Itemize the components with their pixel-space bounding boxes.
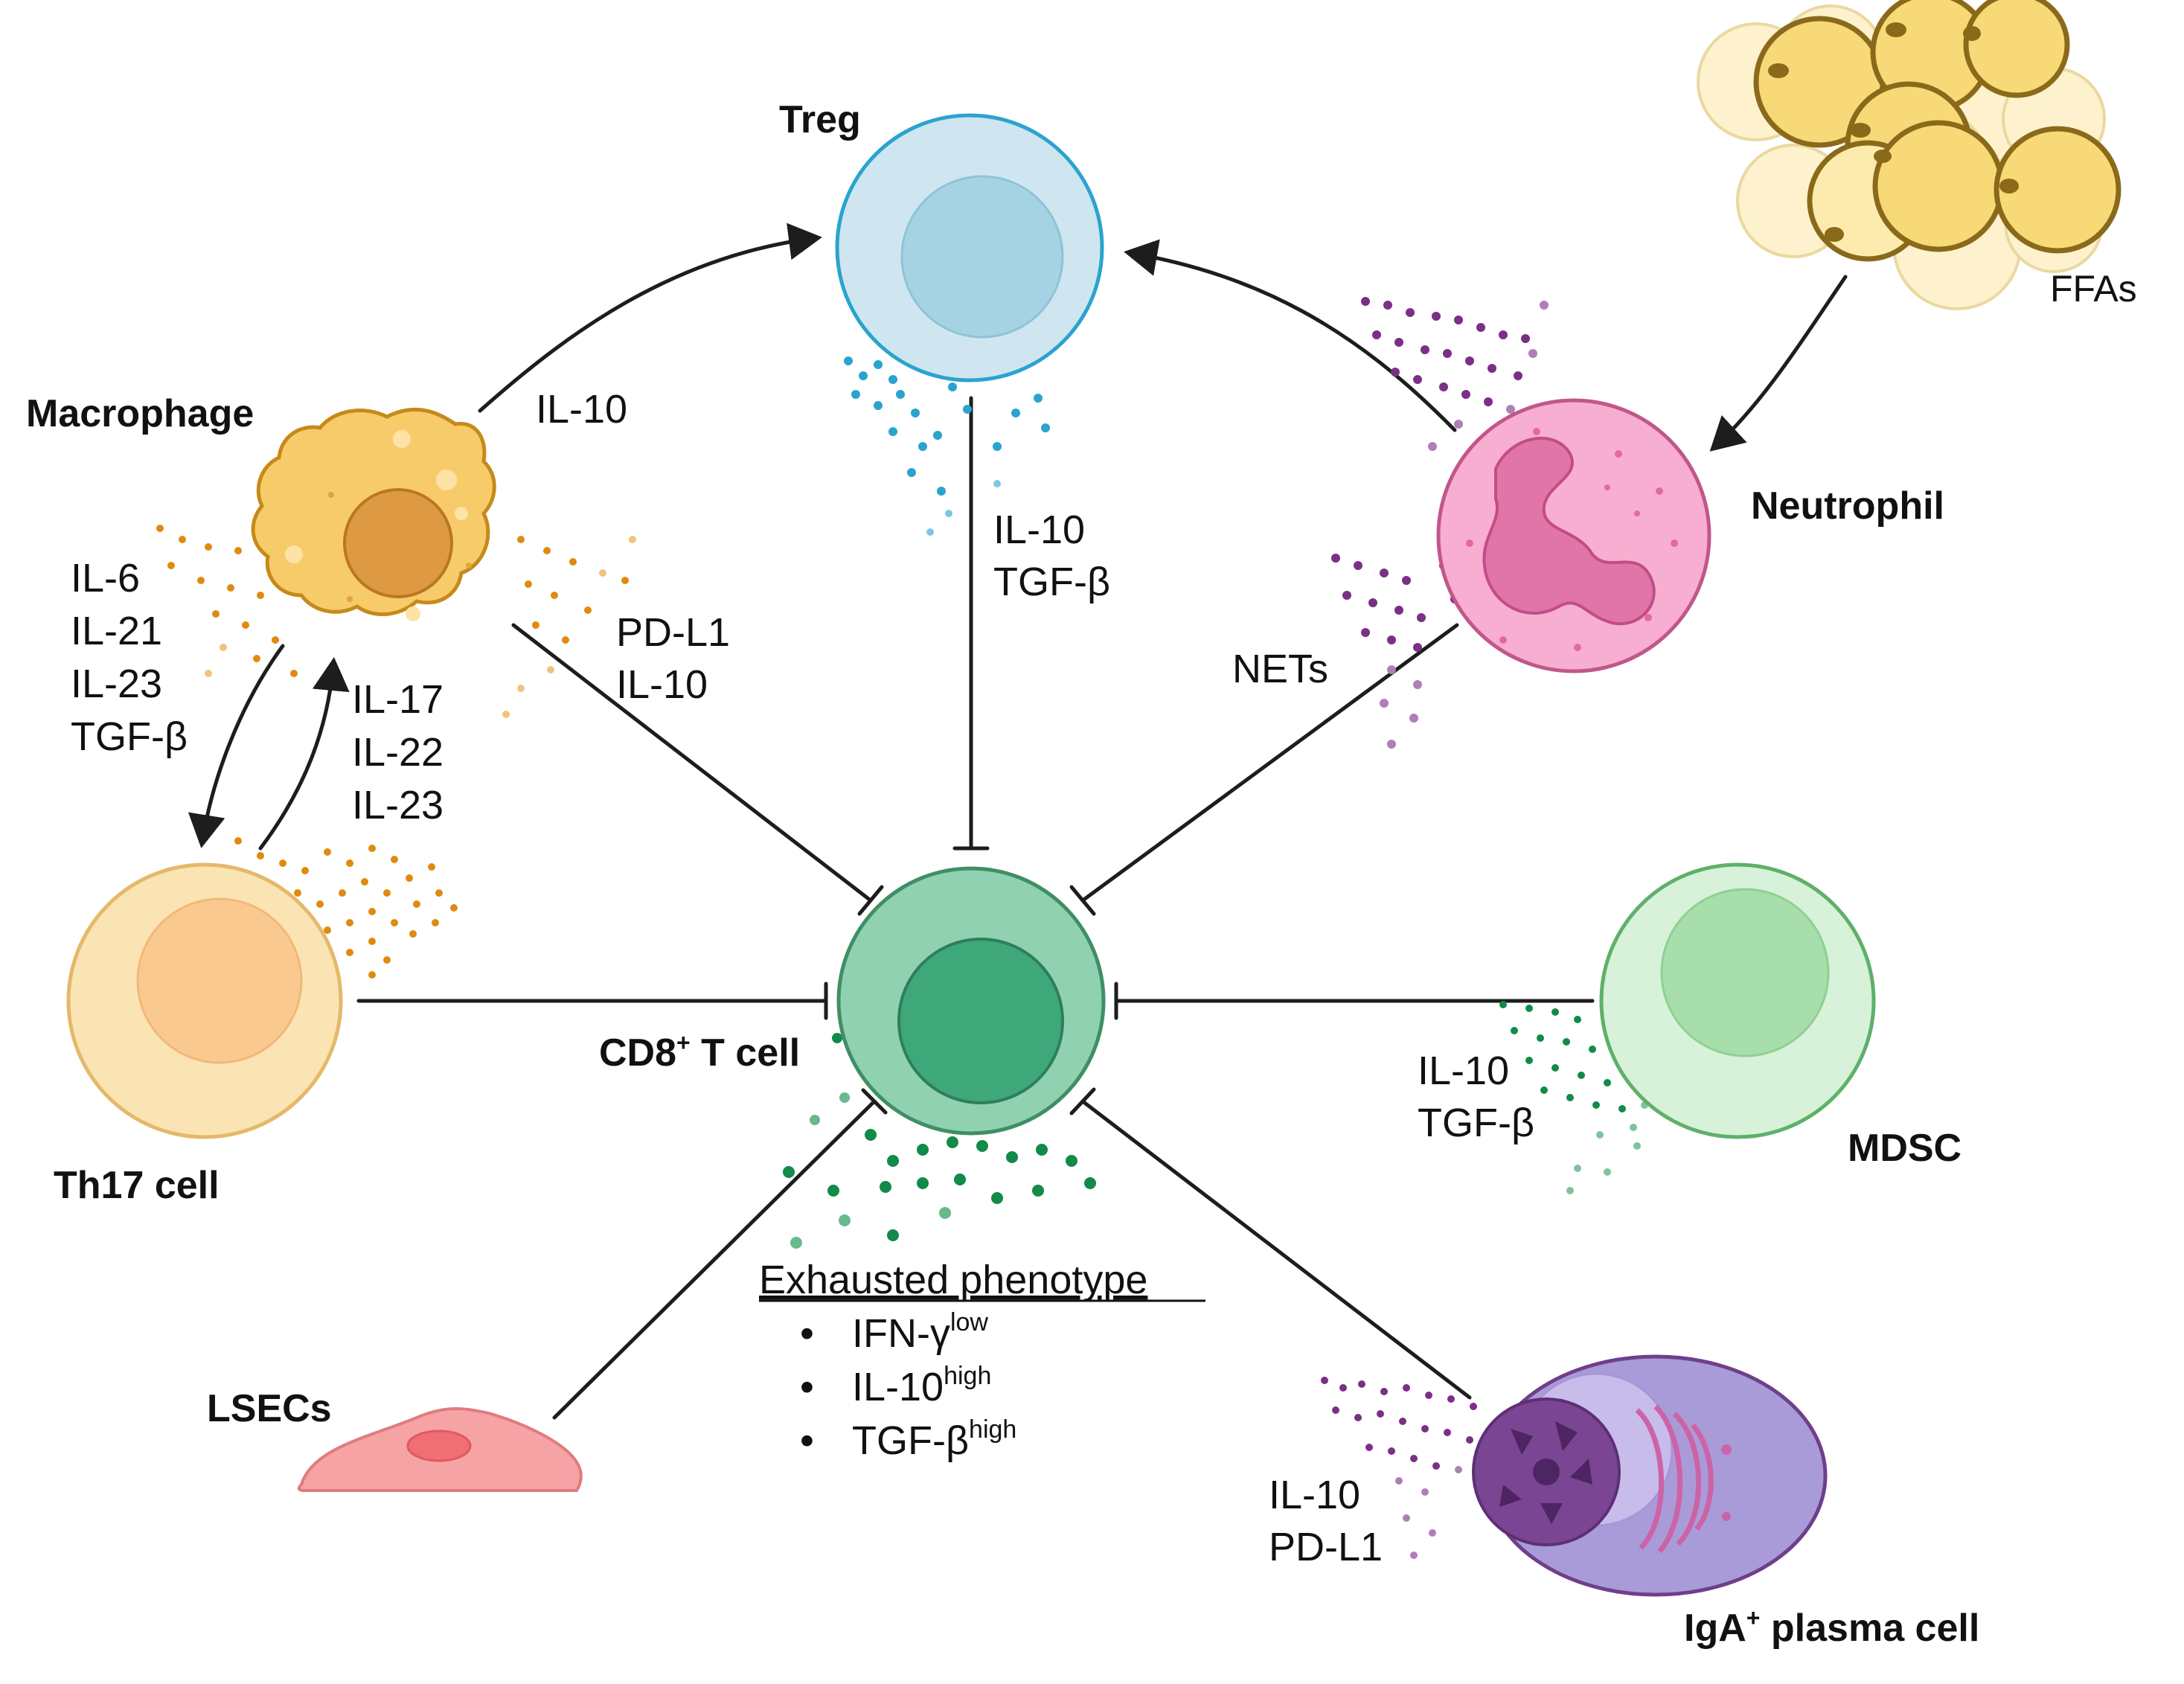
adipocyte-cluster bbox=[1697, 0, 2121, 310]
svg-text:IFN-γlow: IFN-γlow bbox=[852, 1308, 988, 1356]
inhibit-plasma-to-cd8 bbox=[1080, 1099, 1472, 1400]
exhausted-item: • IL-10high bbox=[800, 1362, 991, 1409]
inhibit-neutrophil-bar bbox=[1069, 885, 1096, 916]
label-lsecs: LSECs bbox=[207, 1387, 332, 1430]
arrow-macrophage-to-th17 bbox=[188, 644, 285, 848]
macrophage-cell bbox=[251, 407, 496, 621]
svg-text:•: • bbox=[800, 1418, 814, 1463]
svg-text:TGF-βhigh: TGF-βhigh bbox=[852, 1415, 1016, 1463]
svg-text:IL-10high: IL-10high bbox=[852, 1362, 991, 1409]
mediator-macrophage-to-treg: IL-10 bbox=[536, 387, 627, 432]
exhausted-title: Exhausted phenotype bbox=[759, 1258, 1147, 1302]
svg-text:•: • bbox=[800, 1365, 814, 1409]
treg-cell bbox=[835, 113, 1104, 382]
cytokine-dots-neutrophil bbox=[1331, 297, 1549, 749]
arrow-macrophage-to-treg bbox=[478, 222, 822, 413]
label-th17: Th17 cell bbox=[54, 1164, 220, 1207]
arrow-neutrophil-to-treg bbox=[1124, 239, 1457, 432]
cytokine-dots-macrophage bbox=[156, 525, 636, 718]
arrow-adipocytes-to-neutrophil bbox=[1709, 275, 1848, 452]
lsec-cell bbox=[297, 1407, 583, 1492]
cd8-t-cell bbox=[836, 866, 1106, 1136]
cell-labels: Treg Macrophage Neutrophil Th17 cell CD8… bbox=[26, 98, 2137, 1650]
inhibit-macrophage-to-cd8 bbox=[511, 623, 873, 903]
inhibit-plasma-bar bbox=[1069, 1087, 1096, 1115]
inhibit-lsec-bar bbox=[861, 1088, 888, 1115]
inhibit-macrophage-bar bbox=[857, 885, 884, 916]
label-macrophage: Macrophage bbox=[26, 392, 254, 435]
neutrophil-cell bbox=[1436, 398, 1711, 673]
mdsc-cell bbox=[1599, 862, 1876, 1139]
exhausted-item: • TGF-βhigh bbox=[800, 1415, 1016, 1463]
cytokine-dots-treg bbox=[844, 356, 1050, 536]
label-treg: Treg bbox=[779, 98, 861, 141]
label-neutrophil: Neutrophil bbox=[1751, 484, 1944, 528]
th17-cell bbox=[66, 862, 343, 1139]
exhausted-phenotype: Exhausted phenotype • IFN-γlow • IL-10hi… bbox=[759, 1258, 1205, 1463]
exhausted-item: • IFN-γlow bbox=[800, 1308, 988, 1356]
cytokine-dots-plasma bbox=[1321, 1377, 1477, 1559]
label-mdsc: MDSC bbox=[1848, 1127, 1962, 1170]
inhibit-lsec-to-cd8 bbox=[552, 1099, 877, 1420]
cytokine-dots-th17 bbox=[234, 837, 458, 979]
plasma-cell bbox=[1472, 1354, 1828, 1597]
label-plasma: IgA+ plasma cell bbox=[1684, 1604, 1979, 1650]
label-cd8: CD8+ T cell bbox=[599, 1029, 800, 1075]
svg-text:•: • bbox=[800, 1311, 814, 1356]
inhibition-lines bbox=[356, 396, 1595, 1420]
activation-arrows bbox=[188, 222, 1848, 851]
cytokine-dots-mdsc bbox=[1499, 1001, 1648, 1194]
mediator-neutrophil-to-cd8: NETs bbox=[1232, 647, 1328, 691]
label-ffas: FFAs bbox=[2050, 268, 2137, 310]
arrow-th17-to-macrophage bbox=[258, 657, 350, 851]
cytokine-dots-cd8 bbox=[783, 1033, 1096, 1249]
